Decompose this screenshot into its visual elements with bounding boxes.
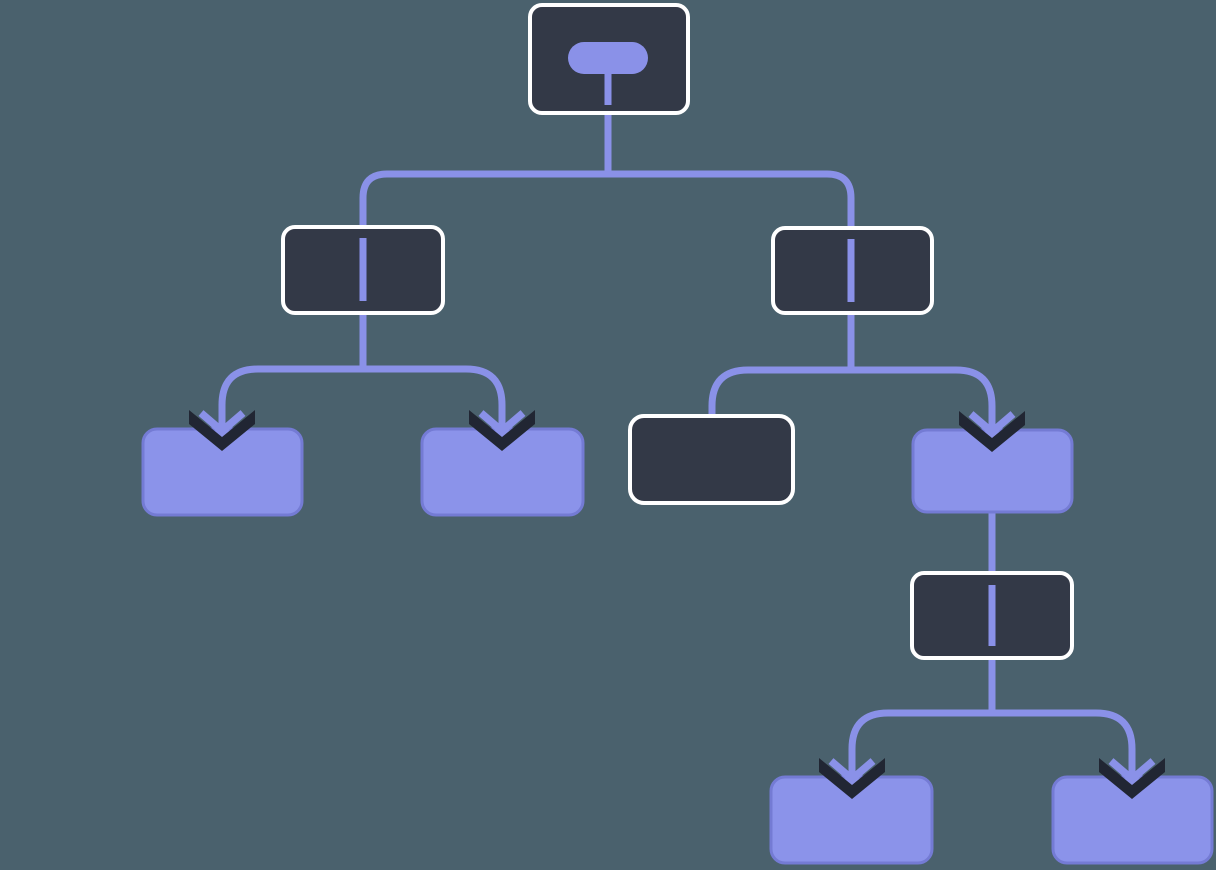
arrow-accent-chevron: [828, 758, 876, 784]
arrow-accent-chevron: [478, 410, 526, 436]
edge-bottom-branch: [848, 709, 1136, 783]
root-pill: [568, 42, 648, 74]
leaf-node-dark[interactable]: [628, 414, 795, 505]
arrow-accent-chevron: [1108, 758, 1156, 784]
arrowhead-icon-5: [1099, 758, 1165, 799]
arrow-dark-chevron: [469, 410, 535, 451]
arrowhead-icon-4: [819, 758, 885, 799]
arrow-dark-chevron: [1099, 758, 1165, 799]
arrow-accent-chevron: [198, 410, 246, 436]
arrowhead-icon-1: [189, 410, 255, 451]
edge-left-subtree-branch: [218, 365, 506, 435]
arrowhead-icon-2: [469, 410, 535, 451]
arrowhead-icon-3: [959, 411, 1025, 452]
arrow-dark-chevron: [819, 758, 885, 799]
arrow-dark-chevron: [959, 411, 1025, 452]
arrow-accent-chevron: [968, 411, 1016, 437]
edge-level1-branch: [359, 170, 855, 229]
edge-right-subtree-branch: [708, 366, 996, 436]
arrow-dark-chevron: [189, 410, 255, 451]
